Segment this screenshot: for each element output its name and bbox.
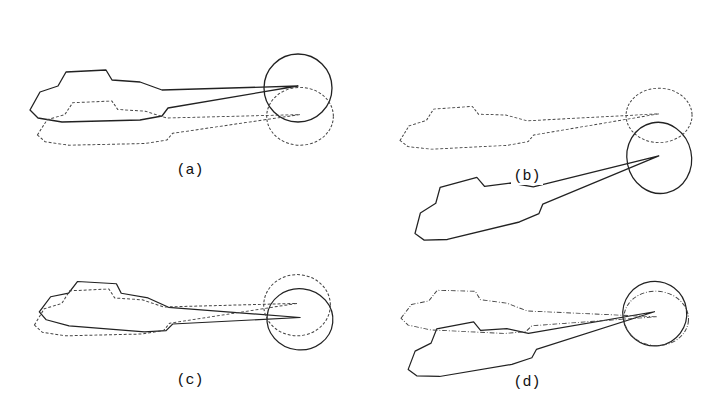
panel-b [398,87,698,245]
panel-label: (a) [174,162,205,179]
panel-c [34,262,336,353]
panel-d [400,274,691,381]
panel-label: (c) [174,372,205,389]
panel-label: (d) [511,374,542,391]
panel-label: (b) [511,168,542,185]
panel-a [30,54,333,145]
